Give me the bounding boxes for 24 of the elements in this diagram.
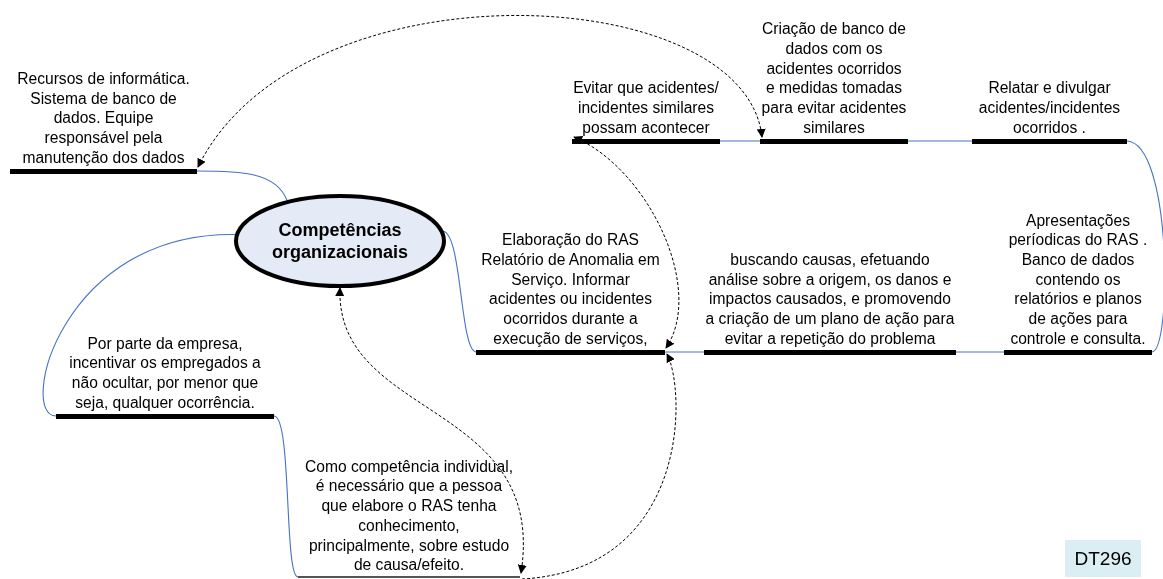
underlined-note: Por parte da empresa, incentivar os empregados a não ocultar, por menor que seja, qualquer ocorrência. [56, 333, 274, 419]
code-tag: DT296 [1065, 540, 1141, 577]
connector-line [955, 351, 1005, 353]
underlined-note: Evitar que acidentes/ incidentes similares possam acontecer [572, 78, 720, 144]
underlined-note: Criação de banco de dados com os acidentes ocorridos e medidas tomadas para evitar acidentes similares [760, 19, 908, 144]
underlined-note: Elaboração do RAS Relatório de Anomalia em Serviço. Informar acidentes ou incidentes ocorridos durante a execução de serviços, [476, 230, 665, 355]
connector-line [1126, 140, 1163, 353]
dashed-arrow [336, 287, 526, 574]
dashed-arrow [573, 136, 680, 349]
underlined-note: buscando causas, efetuando análise sobre a origem, os danos e impactos causados, e promovendo a criação de um plano de ação para evitar a repetição do problema [704, 250, 956, 355]
connector-line [443, 230, 477, 353]
dashed-arrow [521, 353, 677, 579]
concept-ellipse: Competências organizacionais [233, 193, 447, 289]
underlined-note: Relatar e divulgar acidentes/incidentes ocorridos . [972, 78, 1127, 144]
connector-line [664, 351, 705, 353]
connector-line [42, 233, 236, 417]
underlined-note: Como competência individual, é necessário que a pessoa que elabore o RAS tenha conhecimento, principalmente, sobre estudo de causa/efeito. [298, 456, 520, 578]
underlined-note: Apresentações períodicas do RAS . Banco de dados contendo os relatórios e planos de ações para controle e consulta. [1004, 210, 1152, 355]
dashed-arrow [197, 15, 764, 168]
connector-line [196, 170, 288, 201]
connector-line [273, 415, 299, 578]
connector-line [907, 140, 973, 142]
underlined-note: Recursos de informática. Sistema de banco de dados. Equipe responsável pela manutenção dos dados [10, 69, 197, 174]
connector-line [719, 140, 761, 142]
